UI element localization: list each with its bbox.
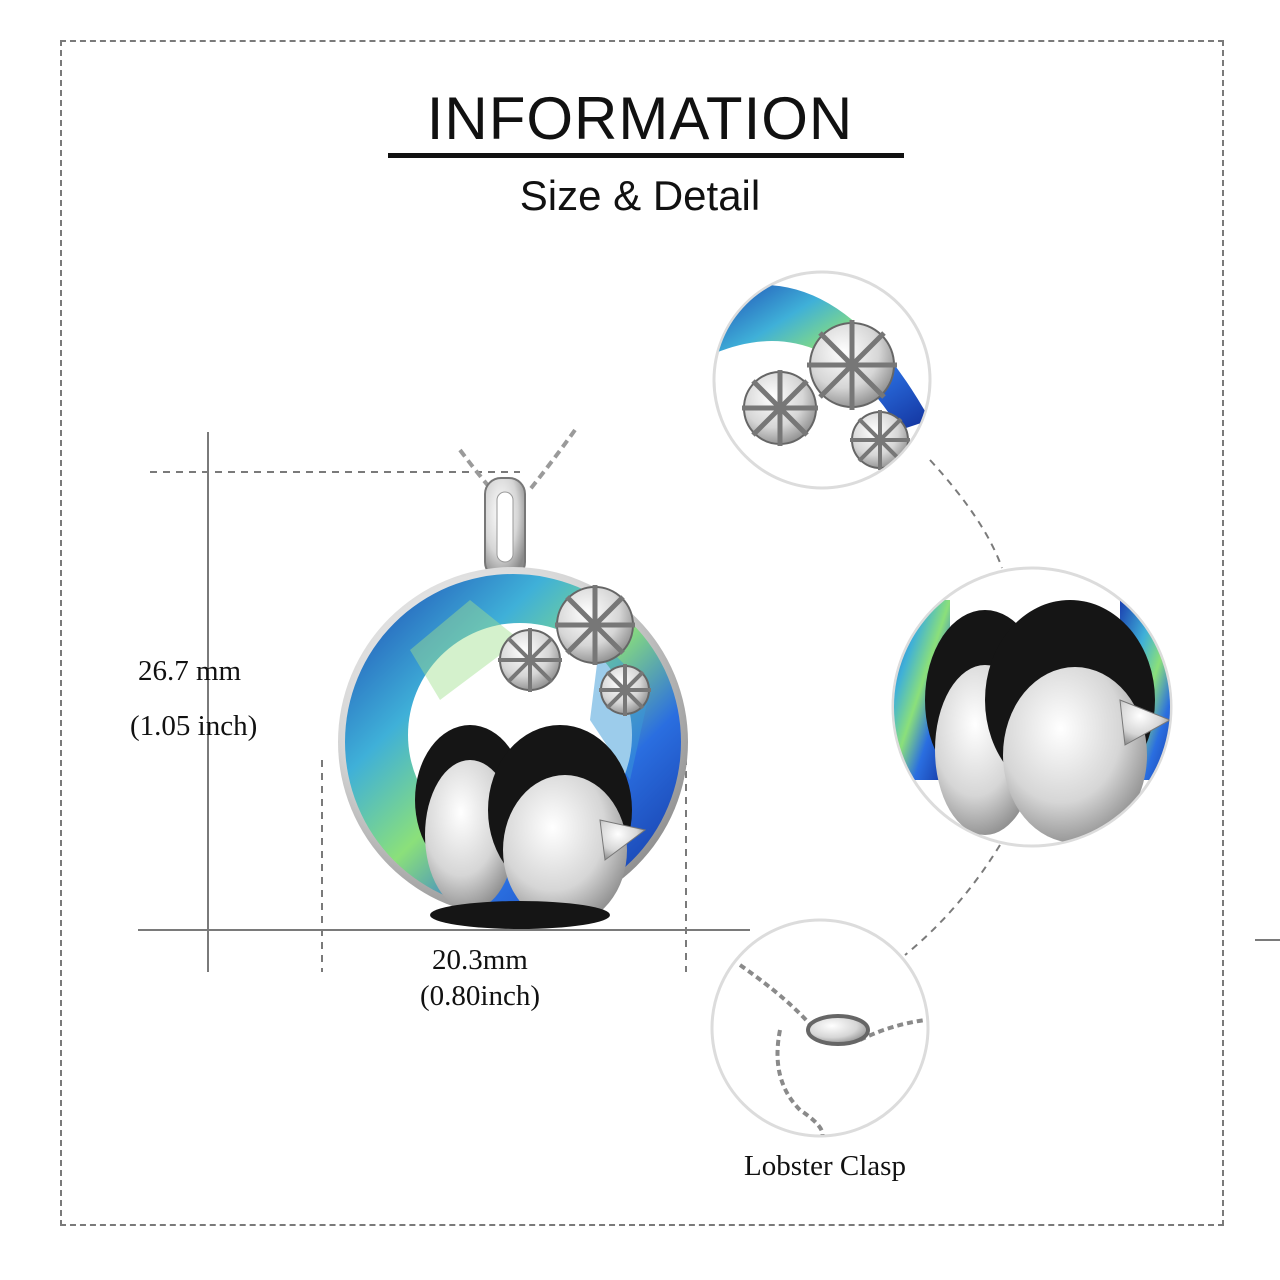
connector-lines (904, 459, 1003, 956)
title-underline (388, 153, 904, 158)
page-subtitle: Size & Detail (519, 172, 761, 219)
measurement-guides (138, 432, 750, 972)
height-inch-label: (1.05 inch) (130, 710, 258, 742)
dashed-border-frame (60, 40, 1224, 1226)
detail-circle-clasp (710, 918, 930, 1138)
height-mm-label: 26.7 mm (138, 655, 242, 687)
width-mm-label: 20.3mm (432, 944, 528, 976)
page-title: INFORMATION (426, 85, 854, 152)
clasp-caption: Lobster Clasp (744, 1150, 906, 1182)
detail-circle-penguins (891, 566, 1173, 848)
pendant-snowflakes (498, 585, 651, 716)
detail-circle-snowflakes (712, 270, 932, 490)
width-inch-label: (0.80inch) (420, 980, 540, 1012)
pendant-penguins (415, 725, 647, 929)
